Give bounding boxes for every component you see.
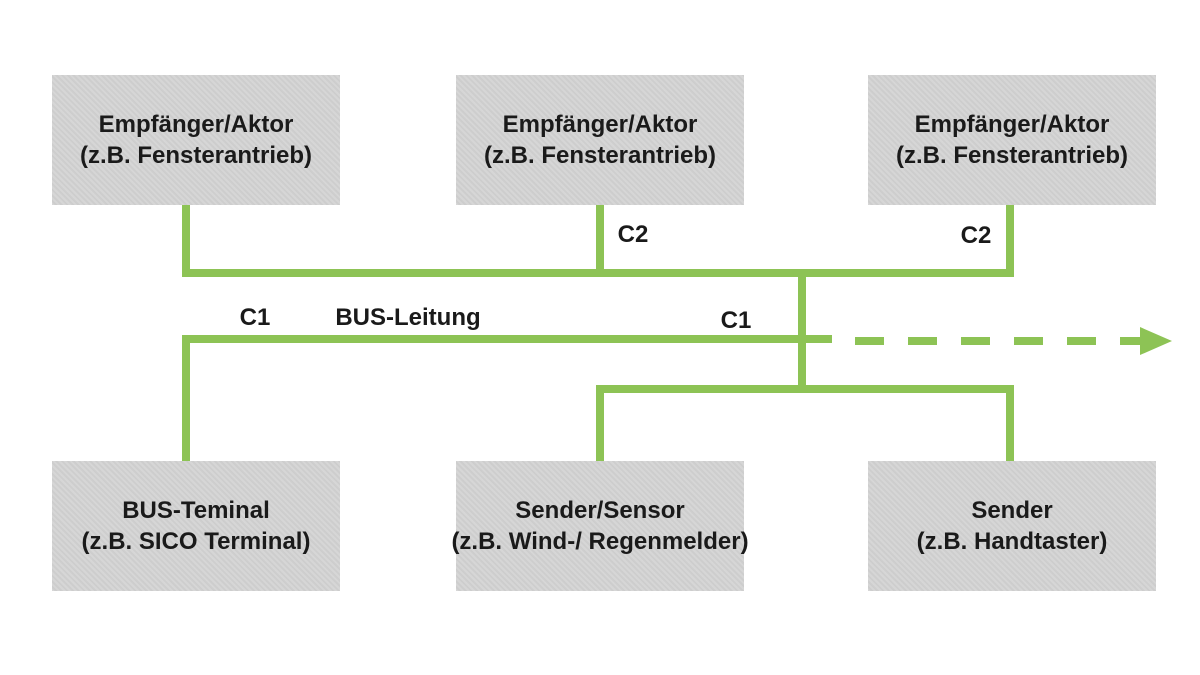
node-title: Sender/Sensor <box>515 497 685 524</box>
node-subtitle: (z.B. Handtaster) <box>916 528 1108 555</box>
node-subtitle: (z.B. Fensterantrieb) <box>895 142 1129 169</box>
node-title: Empfänger/Aktor <box>98 111 294 138</box>
node-sender: Sender (z.B. Handtaster) <box>868 461 1156 591</box>
wire-top-bus-c2 <box>182 200 1014 277</box>
wire-bus-leitung-c1 <box>182 335 832 470</box>
label-bus-leitung: BUS-Leitung <box>335 304 481 331</box>
arrow-right-icon <box>1140 327 1172 355</box>
node-subtitle: (z.B. Wind-/ Regenmelder) <box>451 528 749 555</box>
node-empfaenger-aktor-1: Empfänger/Aktor (z.B. Fensterantrieb) <box>52 75 340 205</box>
label-c1-left: C1 <box>239 304 271 331</box>
node-empfaenger-aktor-3: Empfänger/Aktor (z.B. Fensterantrieb) <box>868 75 1156 205</box>
node-sender-sensor: Sender/Sensor (z.B. Wind-/ Regenmelder) <box>451 461 749 591</box>
node-title: Empfänger/Aktor <box>914 111 1110 138</box>
node-subtitle: (z.B. Fensterantrieb) <box>483 142 717 169</box>
node-title: Empfänger/Aktor <box>502 111 698 138</box>
node-bus-terminal: BUS-Teminal (z.B. SICO Terminal) <box>52 461 340 591</box>
node-title: Sender <box>971 497 1053 524</box>
node-subtitle: (z.B. Fensterantrieb) <box>79 142 313 169</box>
label-c1-right: C1 <box>720 307 752 334</box>
node-title: BUS-Teminal <box>122 497 270 524</box>
label-c2-middle: C2 <box>617 221 649 248</box>
node-empfaenger-aktor-2: Empfänger/Aktor (z.B. Fensterantrieb) <box>456 75 744 205</box>
wire-lower-link <box>596 385 1014 470</box>
label-c2-right: C2 <box>960 222 992 249</box>
node-subtitle: (z.B. SICO Terminal) <box>81 528 311 555</box>
